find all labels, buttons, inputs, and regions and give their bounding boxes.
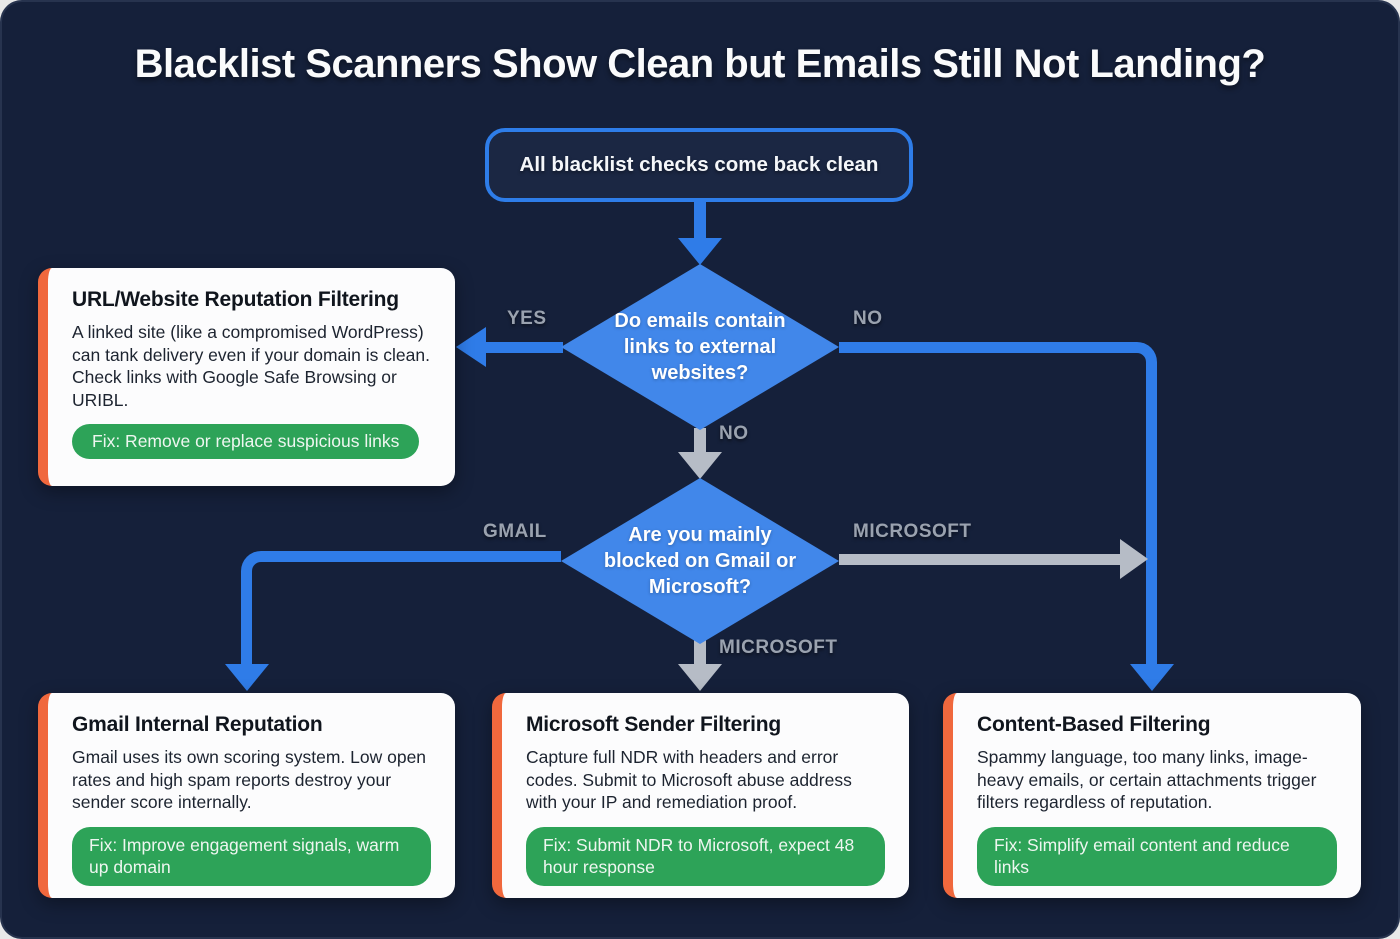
card-body: Gmail uses its own scoring system. Low o… (72, 747, 427, 813)
microsoft-down-label: MICROSOFT (719, 637, 838, 658)
microsoft-right-label: MICROSOFT (853, 521, 972, 542)
card-body: Spammy language, too many links, image-h… (977, 747, 1317, 813)
arrowhead-down-icon (225, 664, 269, 691)
page-title: Blacklist Scanners Show Clean but Emails… (134, 42, 1266, 86)
card-body: A linked site (like a compromised WordPr… (72, 322, 430, 410)
card-content-filtering: Content-Based Filtering Spammy language,… (943, 693, 1361, 898)
card-body: Capture full NDR with headers and error … (526, 747, 852, 813)
arrowhead-down-icon (678, 238, 722, 265)
arrow-stem (694, 638, 706, 666)
arrowhead-down-icon (678, 452, 722, 479)
elbow-line (241, 551, 561, 668)
start-node-label: All blacklist checks come back clean (519, 153, 879, 176)
arrowhead-left-icon (456, 327, 486, 367)
card-title: URL/Website Reputation Filtering (72, 288, 399, 311)
card-microsoft-filtering: Microsoft Sender Filtering Capture full … (492, 693, 909, 898)
elbow-line (839, 342, 1157, 668)
decision2-diamond: Are you mainly blocked on Gmail or Micro… (561, 478, 839, 644)
no-down-label: NO (719, 423, 749, 444)
arrowhead-down-icon (678, 664, 722, 691)
fix-badge: Fix: Submit NDR to Microsoft, expect 48 … (526, 826, 885, 887)
card-title: Microsoft Sender Filtering (526, 713, 781, 736)
yes-label: YES (507, 308, 547, 329)
card-title: Gmail Internal Reputation (72, 713, 323, 736)
arrowhead-down-icon (1130, 664, 1174, 691)
card-gmail-reputation: Gmail Internal Reputation Gmail uses its… (38, 693, 455, 898)
no-right-label: NO (853, 308, 883, 329)
fix-badge: Fix: Remove or replace suspicious links (72, 424, 420, 459)
arrow-stem (694, 201, 706, 239)
start-node: All blacklist checks come back clean (485, 128, 913, 202)
decision1-diamond: Do emails contain links to external webs… (561, 264, 839, 430)
gmail-label: GMAIL (483, 521, 547, 542)
fix-badge: Fix: Improve engagement signals, warm up… (72, 826, 431, 887)
arrow-stem (839, 554, 1121, 565)
arrow-stem (694, 428, 706, 454)
decision1-question: Do emails contain links to external webs… (614, 310, 786, 384)
decision2-question: Are you mainly blocked on Gmail or Micro… (603, 524, 797, 598)
fix-badge: Fix: Simplify email content and reduce l… (977, 826, 1337, 887)
card-url-reputation: URL/Website Reputation Filtering A linke… (38, 268, 455, 486)
arrowhead-right-icon (1120, 539, 1148, 579)
card-title: Content-Based Filtering (977, 713, 1211, 736)
arrow-stem (485, 342, 563, 353)
